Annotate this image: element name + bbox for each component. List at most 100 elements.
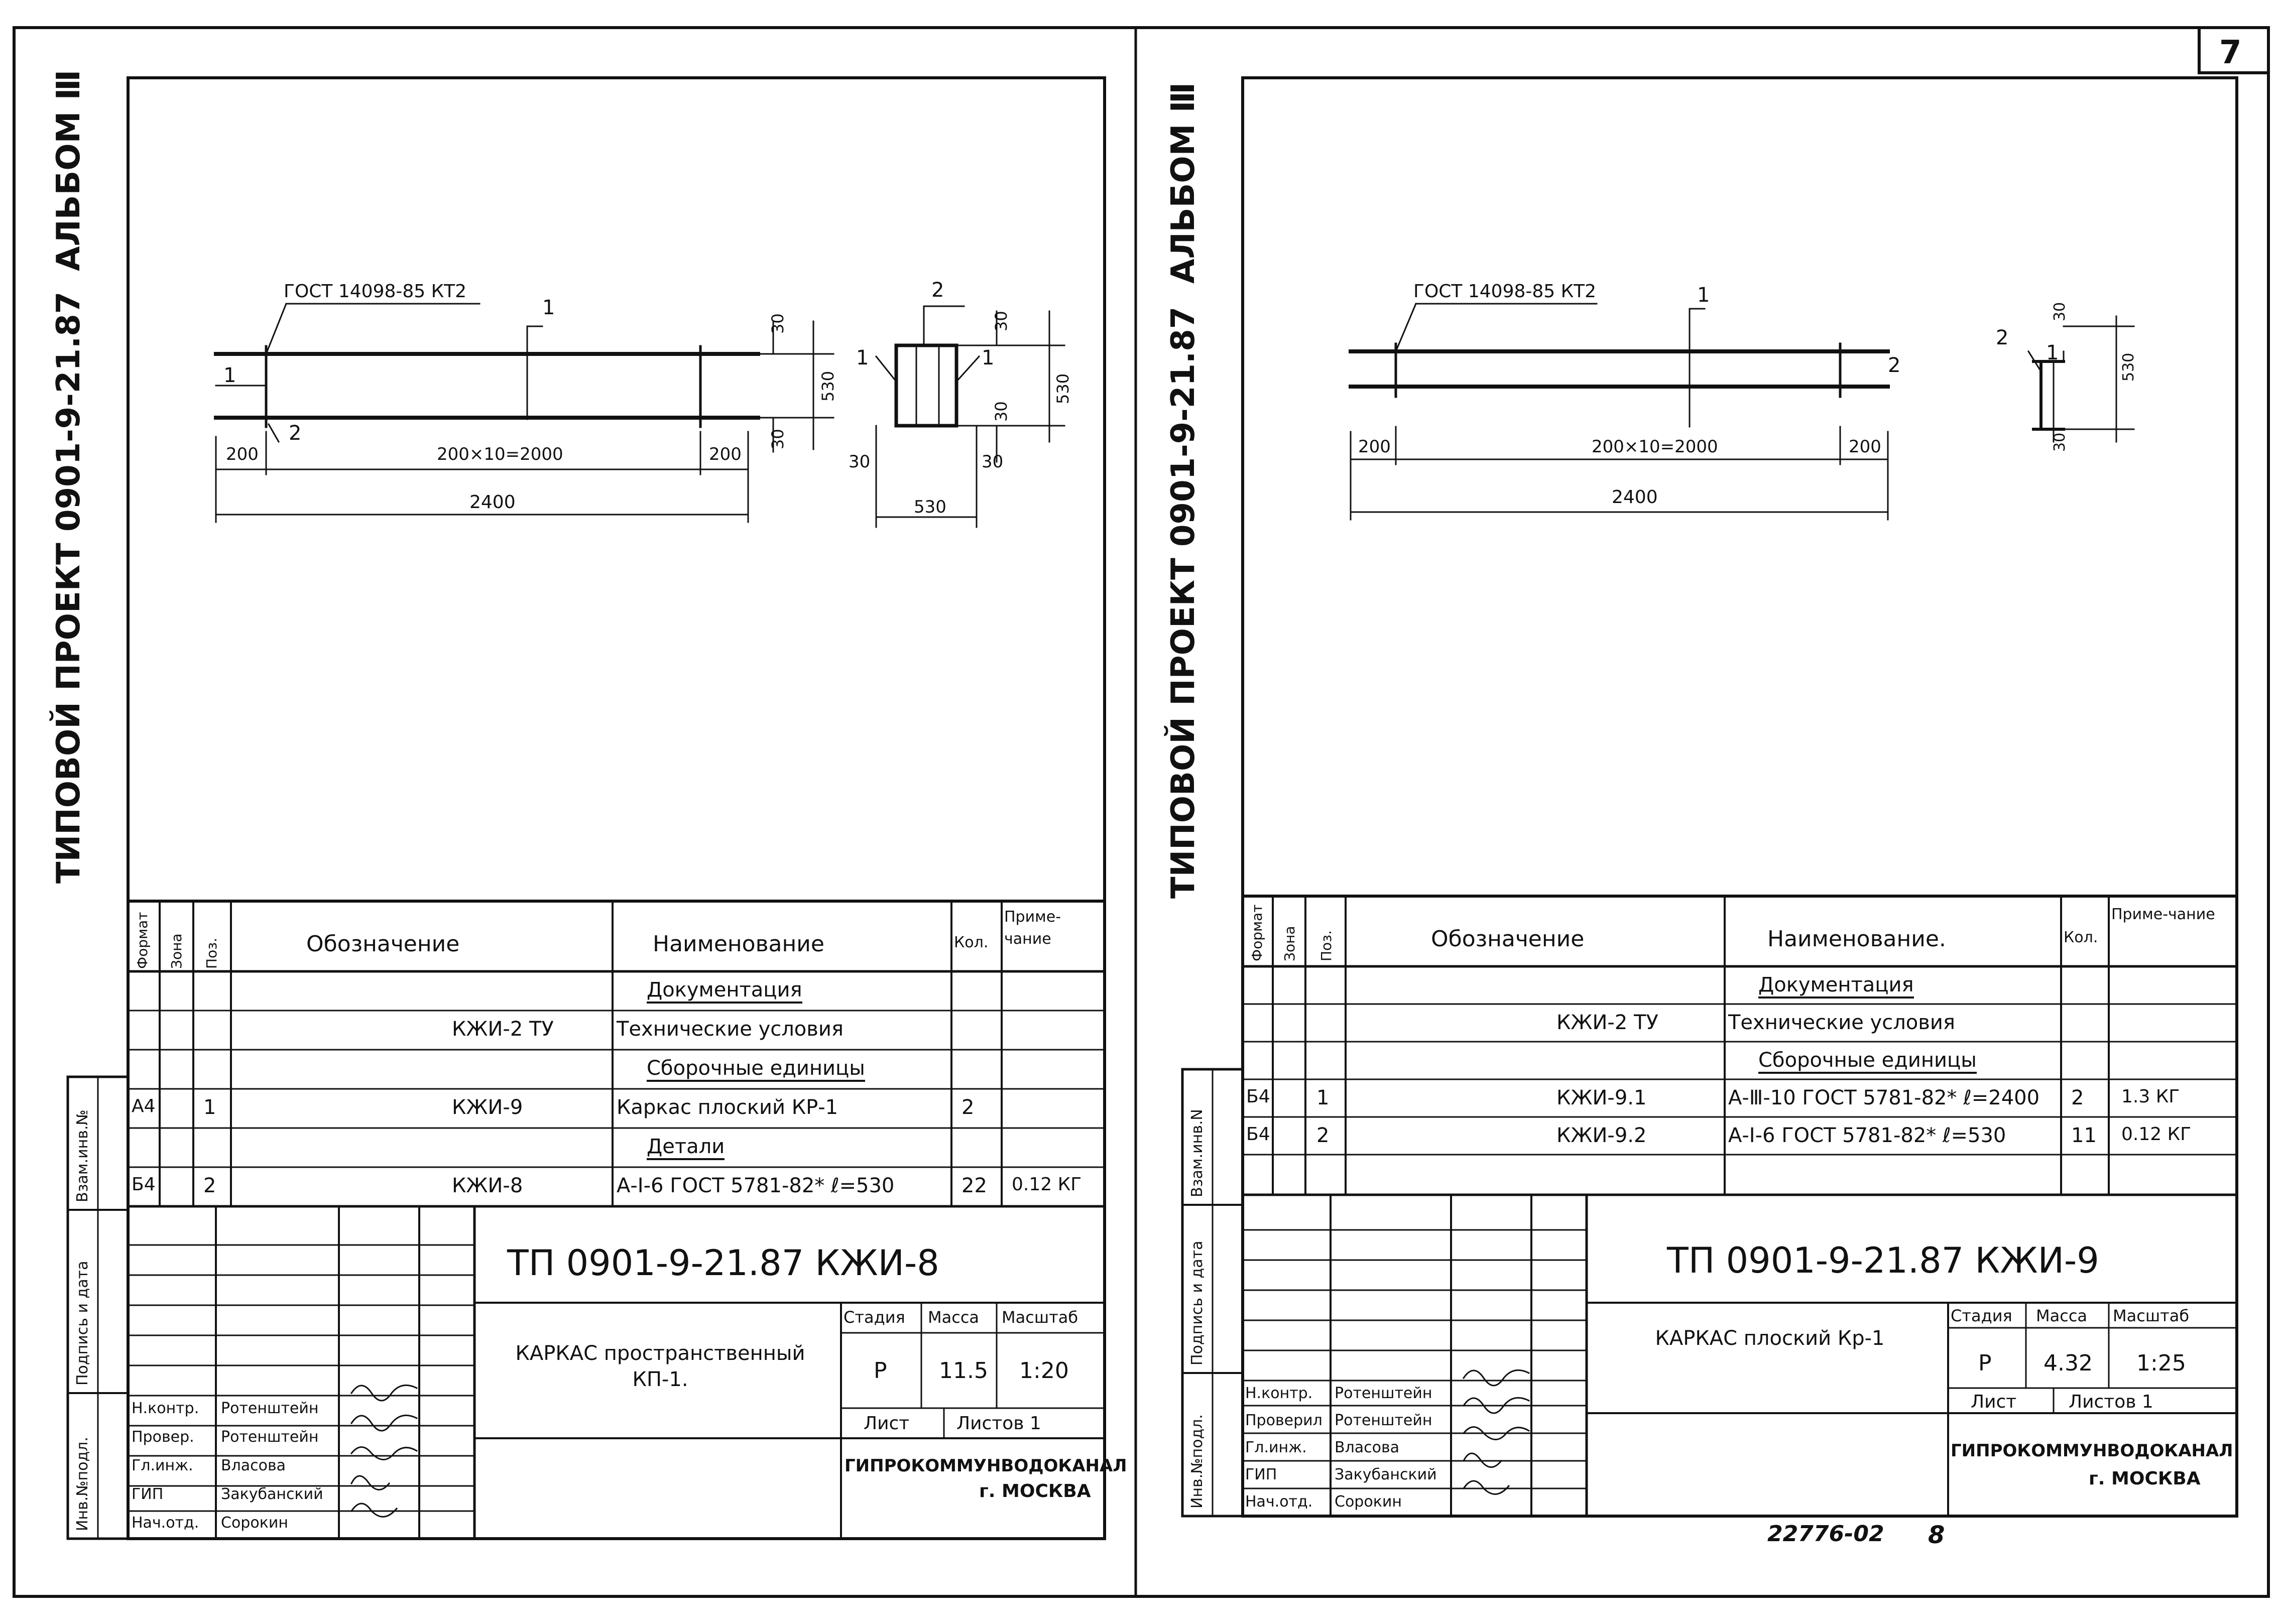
spec-cell-name: Документация xyxy=(1758,973,1914,998)
left-sec-pos1b: 1 xyxy=(982,346,995,369)
spec-cell-name: А-I-6 ГОСТ 5781-82* ℓ=530 xyxy=(617,1174,895,1197)
left-sec-pos2: 2 xyxy=(931,279,944,302)
left-stage-label: Стадия xyxy=(844,1308,905,1327)
right-title-name: КАРКАС плоский Кр-1 xyxy=(1655,1327,1885,1350)
left-sheet-label: Лист xyxy=(864,1413,910,1434)
left-sec-30bot: 30 xyxy=(992,401,1011,422)
signer-role: ГИП xyxy=(1245,1466,1277,1483)
spec-cell-qty: 11 xyxy=(2071,1124,2097,1147)
left-sheet-frame xyxy=(127,76,1106,1540)
spec-cell-name: Сборочные единицы xyxy=(1758,1049,1977,1074)
spec-cell-format: Б4 xyxy=(1246,1124,1270,1145)
right-pos1-label: 1 xyxy=(1697,284,1710,307)
right-scale: 1:25 xyxy=(2136,1350,2186,1376)
left-sec-530v: 530 xyxy=(1053,373,1072,404)
page-number-box xyxy=(2198,26,2270,74)
spec-cell-designation: КЖИ-9.1 xyxy=(1556,1086,1647,1109)
footer-code: 22776-02 xyxy=(1767,1521,1884,1547)
left-scale-label: Масштаб xyxy=(1002,1308,1078,1327)
left-hdr-qty: Кол. xyxy=(954,934,989,951)
right-stage-label: Стадия xyxy=(1951,1306,2012,1325)
left-dim-530v: 530 xyxy=(818,370,837,402)
right-title-grid xyxy=(1242,1193,2238,1518)
left-stage: Р xyxy=(874,1358,887,1384)
signer-name: Ротенштейн xyxy=(1335,1412,1432,1429)
spec-cell-qty: 22 xyxy=(962,1174,987,1197)
spec-cell-designation: КЖИ-9 xyxy=(452,1096,523,1119)
right-spec-grid xyxy=(1241,895,2238,1196)
right-hdr-zone: Зона xyxy=(1281,926,1298,961)
signer-name: Власова xyxy=(221,1457,286,1474)
right-spine-project: ТИПОВОЙ ПРОЕКТ 0901-9-21.87 xyxy=(1165,306,1202,899)
signer-role: Н.контр. xyxy=(132,1400,199,1417)
left-dim-200b: 200 xyxy=(709,444,742,464)
left-mass-label: Масса xyxy=(928,1308,980,1327)
right-sheets-label: Листов 1 xyxy=(2069,1392,2153,1412)
left-dim-200a: 200 xyxy=(226,444,259,464)
left-sec-30l: 30 xyxy=(849,452,871,472)
signer-role: Нач.отд. xyxy=(1245,1493,1313,1511)
left-stamp-sign: Подпись и дата xyxy=(74,1261,91,1386)
signer-role: Проверил xyxy=(1245,1412,1323,1429)
right-dim-total: 2400 xyxy=(1612,487,1658,508)
left-title-grid xyxy=(127,1205,1106,1540)
right-flat-frame-drawing xyxy=(1349,303,1890,521)
signer-name: Сорокин xyxy=(221,1514,288,1532)
spec-cell-designation: КЖИ-2 ТУ xyxy=(452,1018,554,1041)
left-sec-30top: 30 xyxy=(992,311,1011,331)
right-hdr-format: Формат xyxy=(1249,904,1265,961)
left-sheets-label: Листов 1 xyxy=(956,1413,1041,1434)
signer-name: Сорокин xyxy=(1335,1493,1402,1511)
right-hdr-name: Наименование. xyxy=(1767,926,1946,952)
right-pos2-label: 2 xyxy=(1888,354,1901,377)
right-sheet-label: Лист xyxy=(1971,1392,2017,1412)
signer-name: Закубанский xyxy=(221,1485,323,1503)
signer-role: Нач.отд. xyxy=(132,1514,199,1532)
right-title-code: ТП 0901-9-21.87 КЖИ-9 xyxy=(1667,1240,2099,1281)
right-sec-pos2: 2 xyxy=(1996,326,2009,349)
left-org: ГИПРОКОММУНВОДОКАНАЛ xyxy=(845,1456,1127,1476)
left-sec-530h: 530 xyxy=(914,497,946,517)
right-hdr-pos: Поз. xyxy=(1318,930,1335,961)
left-spine-album: АЛЬБОМ Ⅲ xyxy=(50,69,87,271)
left-spine-project: ТИПОВОЙ ПРОЕКТ 0901-9-21.87 xyxy=(50,291,87,884)
spec-cell-designation: КЖИ-8 xyxy=(452,1174,523,1197)
left-hdr-zone: Зона xyxy=(168,933,185,969)
signer-name: Власова xyxy=(1335,1439,1400,1456)
signer-role: Гл.инж. xyxy=(1245,1439,1307,1456)
left-mass: 11.5 xyxy=(939,1358,988,1384)
spec-cell-designation: КЖИ-2 ТУ xyxy=(1556,1011,1658,1034)
right-sheet-frame xyxy=(1241,76,2238,1518)
spec-cell-designation: КЖИ-9.2 xyxy=(1556,1124,1647,1147)
signatures xyxy=(350,1369,1530,1518)
right-stamp-inv: Инв.№подл. xyxy=(1188,1414,1206,1509)
left-pos1-label: 1 xyxy=(542,296,555,319)
spec-cell-format: А4 xyxy=(132,1096,156,1116)
spec-cell-pos: 2 xyxy=(1316,1124,1330,1147)
spec-cell-note: 0.12 КГ xyxy=(1012,1174,1082,1195)
spec-cell-pos: 1 xyxy=(203,1096,216,1119)
left-section-drawing xyxy=(875,305,1065,528)
spec-cell-pos: 2 xyxy=(203,1174,216,1197)
right-hdr-designation: Обозначение xyxy=(1431,926,1585,952)
right-city: г. МОСКВА xyxy=(2089,1468,2201,1489)
signer-name: Ротенштейн xyxy=(221,1400,319,1417)
left-hdr-designation: Обозначение xyxy=(306,931,460,957)
left-pos2-label: 2 xyxy=(289,422,302,445)
right-dim-200b: 200 xyxy=(1849,437,1881,457)
spec-cell-name: А-I-6 ГОСТ 5781-82* ℓ=530 xyxy=(1728,1124,2006,1147)
right-mass: 4.32 xyxy=(2044,1350,2093,1376)
signer-role: ГИП xyxy=(132,1485,164,1503)
spec-cell-format: Б4 xyxy=(132,1174,156,1195)
spec-cell-name: Документация xyxy=(647,978,802,1004)
spec-cell-name: Каркас плоский КР-1 xyxy=(617,1096,838,1119)
left-gost-label: ГОСТ 14098-85 КТ2 xyxy=(284,281,467,302)
right-spine-album: АЛЬБОМ Ⅲ xyxy=(1165,82,1202,284)
signer-role: Гл.инж. xyxy=(132,1457,193,1474)
left-hdr-pos: Поз. xyxy=(203,938,220,969)
left-dim-30b: 30 xyxy=(768,429,787,449)
left-city: г. МОСКВА xyxy=(979,1481,1091,1502)
spec-cell-qty: 2 xyxy=(2071,1086,2084,1109)
left-pos1b-label: 1 xyxy=(223,364,236,387)
signer-role: Провер. xyxy=(132,1428,194,1446)
